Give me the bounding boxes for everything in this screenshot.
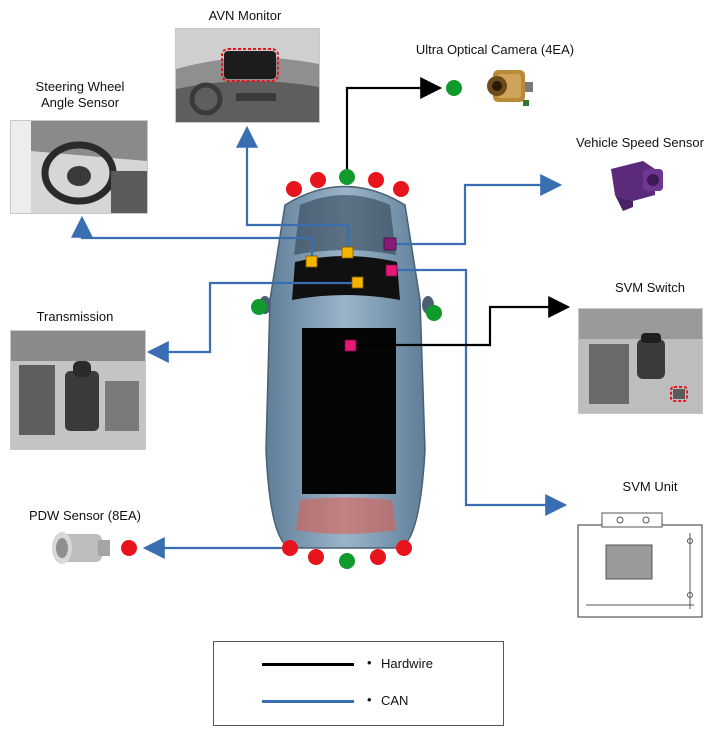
avn-monitor-label: AVN Monitor	[208, 8, 282, 23]
rear-sensors	[282, 540, 412, 569]
transmission-label: Transmission	[36, 309, 114, 324]
svm-unit-node	[385, 264, 398, 277]
svm-switch-photo	[578, 308, 703, 414]
vehicle-top-view	[259, 185, 434, 549]
legend-can-label: CAN	[381, 693, 409, 708]
optical-camera-photo	[483, 62, 535, 110]
legend-can-bullet: •	[367, 692, 372, 707]
vehicle-speed-label: Vehicle Speed Sensor	[576, 135, 704, 150]
vehicle-speed-photo	[603, 155, 665, 217]
steering-node	[305, 255, 318, 268]
svm-unit-photo	[572, 505, 708, 623]
svm-switch-node	[344, 339, 357, 352]
legend-can-line	[262, 700, 354, 703]
pdw-indicator-dot	[121, 540, 137, 556]
legend-hardwire-label: Hardwire	[381, 656, 434, 671]
svm-unit-label: SVM Unit	[622, 479, 678, 494]
speed-node	[383, 237, 397, 251]
left-camera-dot	[251, 299, 267, 315]
steering-sensor-photo	[10, 120, 148, 214]
svm-switch-label: SVM Switch	[614, 280, 686, 295]
transmission-node	[351, 276, 364, 289]
front-sensors	[286, 169, 409, 197]
optical-camera-label: Ultra Optical Camera (4EA)	[415, 42, 575, 57]
legend-hardwire-line	[262, 663, 354, 666]
right-camera-dot	[426, 305, 442, 321]
avn-node	[341, 246, 354, 259]
legend: • Hardwire • CAN	[213, 641, 504, 726]
legend-hardwire-bullet: •	[367, 655, 372, 670]
transmission-photo	[10, 330, 146, 450]
avn-monitor-photo	[175, 28, 320, 123]
pdw-sensor-label: PDW Sensor (8EA)	[29, 508, 141, 523]
pdw-sensor-photo	[48, 524, 114, 574]
steering-sensor-label: Steering Wheel Angle Sensor	[35, 79, 125, 110]
camera-indicator-dot	[446, 80, 462, 96]
